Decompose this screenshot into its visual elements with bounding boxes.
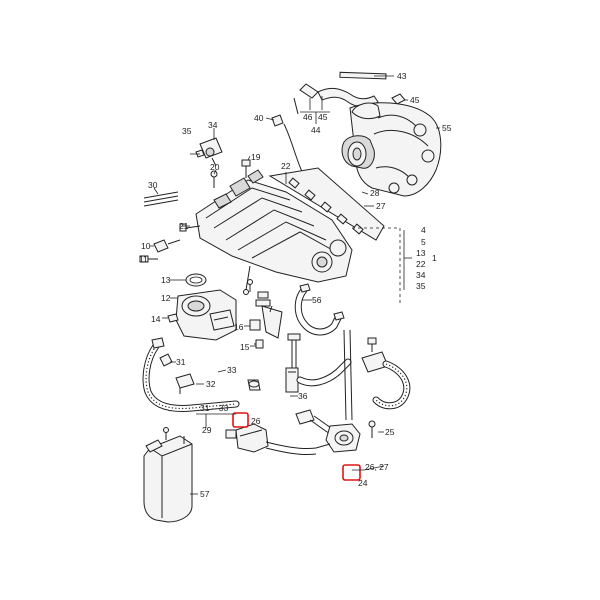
- leader-lines: [150, 75, 440, 495]
- callout-20: 20: [210, 162, 220, 172]
- callout-10: 10: [141, 241, 151, 251]
- callout-19: 19: [251, 152, 261, 162]
- callout-27a: 27: [376, 201, 386, 211]
- callout-40: 40: [254, 113, 264, 123]
- callout-29: 29: [202, 425, 212, 435]
- callout-56: 56: [312, 295, 322, 305]
- connector-32: [175, 373, 195, 394]
- bolt-set-35: [247, 279, 271, 307]
- callout-46: 46: [303, 112, 313, 122]
- callout-31-33: 31 – 33: [200, 403, 229, 413]
- callout-12: 12: [161, 293, 171, 303]
- callout-14: 14: [151, 314, 161, 324]
- callout-30: 30: [148, 180, 158, 190]
- vacuum-line-left: [285, 333, 301, 393]
- callout-16: 16: [234, 322, 244, 332]
- bolt-19: [241, 159, 251, 178]
- callout-1: 1: [432, 253, 437, 263]
- callout-36: 36: [298, 391, 308, 401]
- callout-25: 25: [385, 427, 395, 437]
- highlight-box-26: [232, 412, 249, 428]
- callout-32: 32: [206, 379, 216, 389]
- valve-24: [315, 423, 361, 453]
- callout-35b: 35: [416, 281, 426, 291]
- bolt-25: [368, 420, 376, 438]
- pressure-sensor: [195, 137, 223, 167]
- highlight-box-24: [342, 464, 361, 481]
- manifold-gasket: [268, 167, 385, 241]
- rod-30: [143, 191, 179, 207]
- callout-28: 28: [370, 188, 380, 198]
- pipe-vertical-right: [343, 329, 353, 421]
- intake-manifold: [195, 169, 353, 295]
- callout-44: 44: [311, 125, 321, 135]
- hose-56: [294, 283, 345, 336]
- callout-43: 43: [397, 71, 407, 81]
- callout-35a: 35: [182, 126, 192, 136]
- callout-11: 11: [139, 254, 148, 264]
- callout-31: 31: [176, 357, 186, 367]
- bracket-16: [249, 305, 283, 339]
- callout-22b: 22: [416, 259, 426, 269]
- callout-33: 33: [227, 365, 237, 375]
- callout-24: 24: [358, 478, 368, 488]
- callout-55: 55: [442, 123, 452, 133]
- callout-5: 5: [421, 237, 426, 247]
- callout-34: 34: [208, 120, 218, 130]
- callout-15: 15: [240, 342, 250, 352]
- callout-45b: 45: [410, 95, 420, 105]
- callout-26-27: 26, 27: [365, 462, 389, 472]
- exhaust-manifold: [341, 102, 442, 197]
- callout-34b: 34: [416, 270, 426, 280]
- callout-22: 22: [281, 161, 291, 171]
- callout-labels: 43 46 45 44 45 40 34 35 55 19 20 22 30 2…: [139, 71, 452, 499]
- seal-ring-13: [185, 273, 207, 287]
- solenoid-valve-26: [225, 423, 317, 455]
- ribbed-hose-left: [142, 337, 240, 412]
- callout-4: 4: [421, 225, 426, 235]
- group-bracket: [352, 227, 412, 304]
- callout-13a: 13: [416, 248, 426, 258]
- clamp-33: [247, 379, 261, 391]
- clip-31: [159, 353, 173, 367]
- callout-13: 13: [161, 275, 171, 285]
- callout-57: 57: [200, 489, 210, 499]
- activated-charcoal-canister: [143, 427, 193, 523]
- clip-10-11: [139, 239, 181, 263]
- callout-45a: 45: [318, 112, 328, 122]
- hose-right-lower: [372, 360, 411, 410]
- bolt-15: [254, 339, 264, 349]
- hose-36: [296, 358, 352, 387]
- throttle-valve-module: [167, 289, 237, 341]
- callout-26a: 26: [251, 416, 261, 426]
- bolt-21: [179, 223, 201, 232]
- callout-21: 21: [179, 221, 189, 231]
